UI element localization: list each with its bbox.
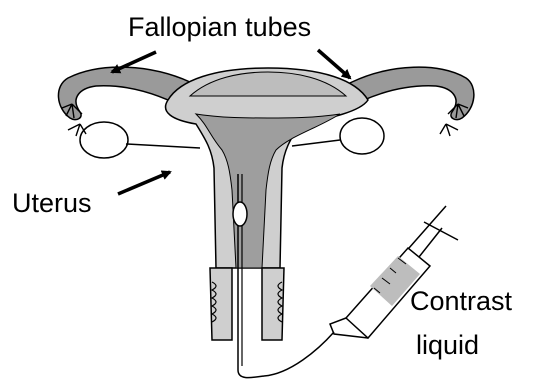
ovarian-ligament-left xyxy=(126,144,200,148)
label-contrast-line1: Contrast xyxy=(410,286,512,316)
cervix-right xyxy=(262,268,284,340)
catheter-balloon xyxy=(233,202,247,226)
label-contrast-line2: liquid xyxy=(416,330,479,360)
arrow-uterus xyxy=(118,172,170,194)
cervix-left xyxy=(210,268,232,340)
ovary-right xyxy=(340,118,384,154)
label-fallopian-tubes: Fallopian tubes xyxy=(128,12,311,42)
syringe xyxy=(330,206,458,338)
label-uterus: Uterus xyxy=(12,188,92,218)
ovary-left xyxy=(80,122,128,158)
syringe-plunger xyxy=(409,206,458,257)
ovarian-ligament-right xyxy=(292,140,340,146)
